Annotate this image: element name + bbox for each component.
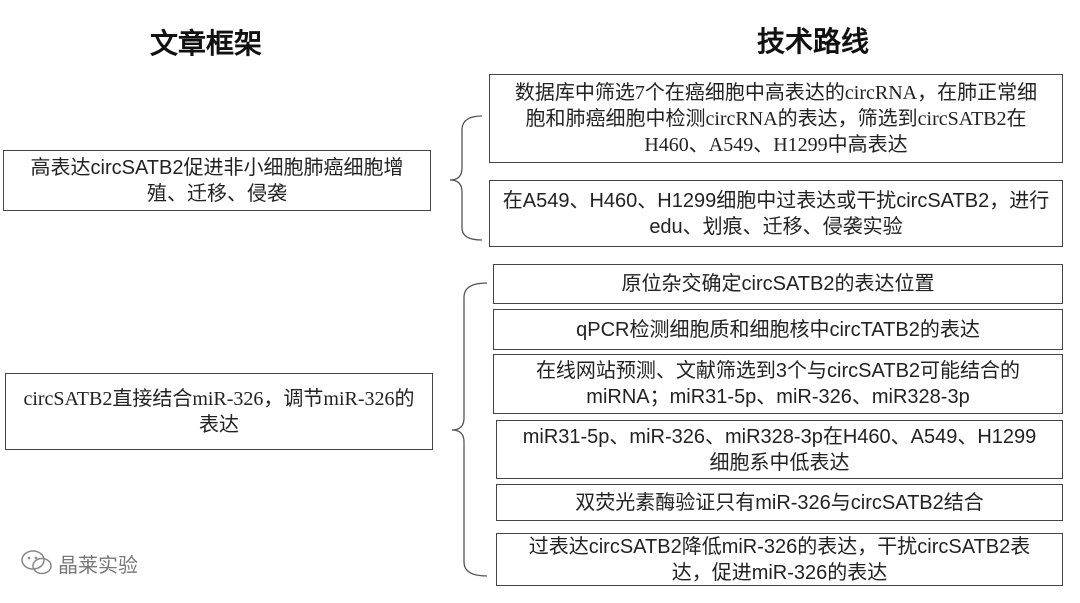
route-header: 技术路线: [757, 26, 870, 57]
wechat-icon: [21, 550, 52, 575]
framework-box-1: 高表达circSATB2促进非小细胞肺癌细胞增殖、迁移、侵袭: [3, 150, 431, 211]
route-box-4: qPCR检测细胞质和细胞核中circTATB2的表达: [493, 309, 1063, 350]
route-box-5: 在线网站预测、文献筛选到3个与circSATB2可能结合的miRNA；miR31…: [493, 354, 1063, 414]
watermark-text: 晶莱实验: [58, 554, 138, 577]
route-box-7: 双荧光素酶验证只有miR-326与circSATB2结合: [496, 484, 1063, 521]
watermark: 晶莱实验: [20, 548, 138, 578]
framework-box-2: circSATB2直接结合miR-326，调节miR-326的表达: [5, 373, 433, 450]
framework-header: 文章框架: [150, 28, 263, 59]
route-box-2: 在A549、H460、H1299细胞中过表达或干扰circSATB2，进行edu…: [489, 180, 1063, 247]
route-box-3: 原位杂交确定circSATB2的表达位置: [493, 264, 1063, 304]
route-box-1: 数据库中筛选7个在癌细胞中高表达的circRNA，在肺正常细胞和肺癌细胞中检测c…: [489, 74, 1063, 163]
route-box-6: miR31-5p、miR-326、miR328-3p在H460、A549、H12…: [496, 420, 1063, 479]
route-box-8: 过表达circSATB2降低miR-326的表达，干扰circSATB2表达，促…: [496, 533, 1063, 586]
